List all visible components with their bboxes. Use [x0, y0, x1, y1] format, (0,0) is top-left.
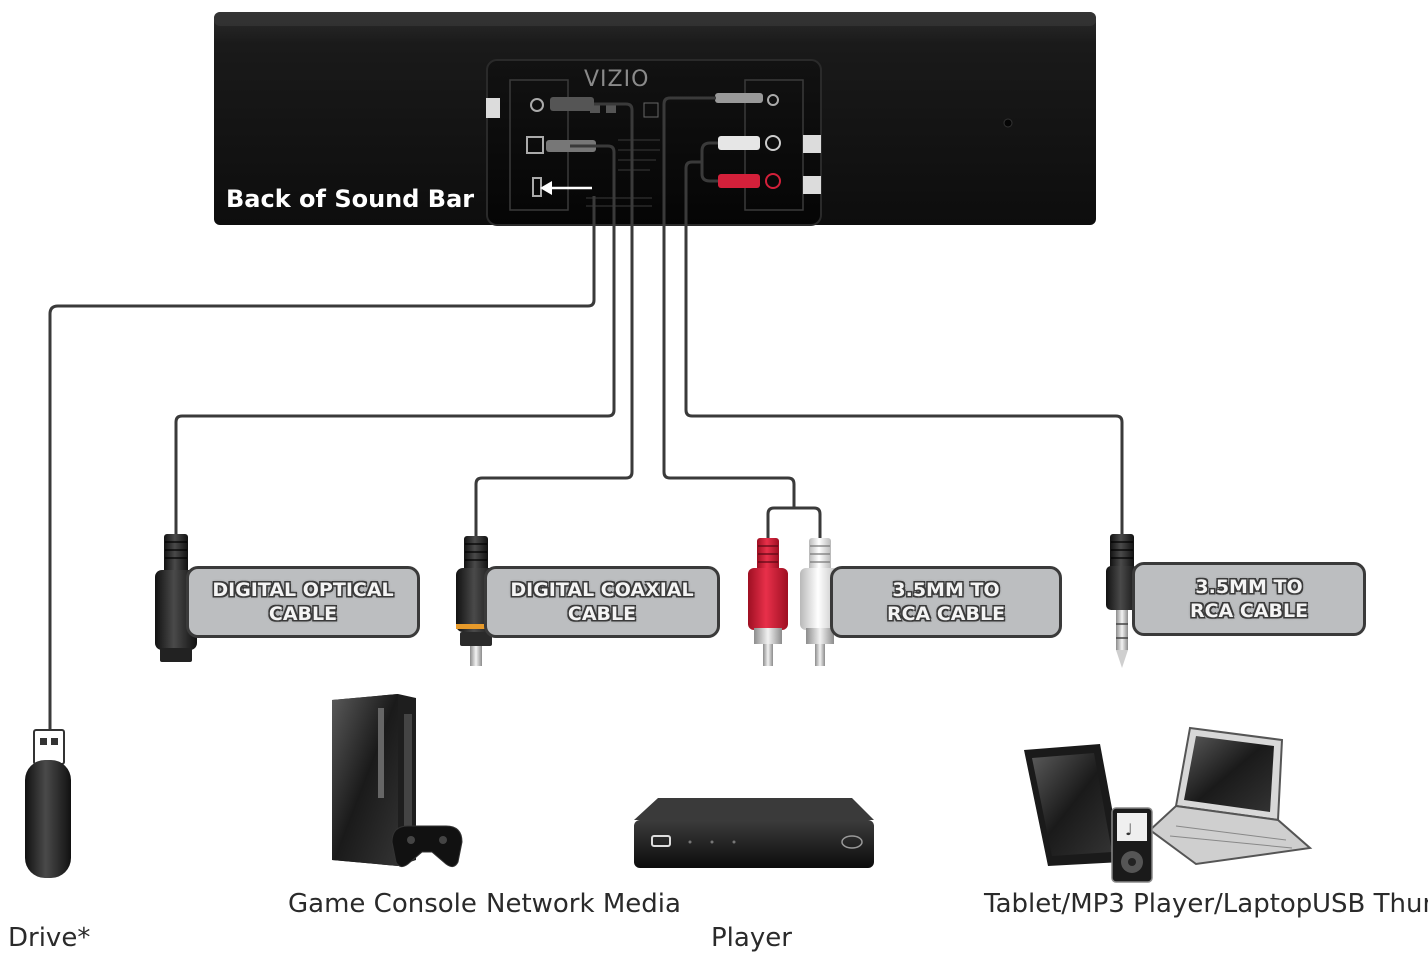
- soundbar-title: Back of Sound Bar: [226, 185, 474, 213]
- usb-drive-icon: [25, 729, 71, 878]
- cable-label-text: 3.5MM TO RCA CABLE: [886, 579, 1006, 625]
- brand-logo: VIZIO: [584, 67, 649, 92]
- tablet-mp3-laptop-icon: ♩: [1024, 726, 1313, 883]
- aux-3.5mm-connector: [1106, 534, 1138, 668]
- media-player-icon: [634, 798, 874, 868]
- cable-label-rca: 3.5MM TO RCA CABLE: [830, 566, 1062, 638]
- cable-wires: [48, 96, 1124, 730]
- usb-drive-caption-line1: USB Thumb: [1312, 889, 1428, 919]
- svg-text:♩: ♩: [1125, 820, 1133, 839]
- media-player-caption-line2: Player: [711, 923, 792, 953]
- tablet-caption: Tablet/MP3 Player/Laptop: [983, 889, 1312, 919]
- game-console-icon: [332, 694, 463, 868]
- cable-label-digital-optical: DIGITAL OPTICAL CABLE: [186, 566, 420, 638]
- cable-label-3.5mm: 3.5MM TO RCA CABLE: [1132, 562, 1366, 636]
- media-player-caption-line1: Network Media: [486, 889, 681, 919]
- game-console-caption: Game Console: [288, 889, 477, 919]
- rca-red-connector: [748, 538, 788, 666]
- cable-label-text: 3.5MM TO RCA CABLE: [1189, 576, 1309, 622]
- cable-label-digital-coaxial: DIGITAL COAXIAL CABLE: [484, 566, 720, 638]
- cable-label-text: DIGITAL COAXIAL CABLE: [510, 579, 694, 625]
- usb-drive-caption-line2: Drive*: [8, 923, 90, 953]
- cable-label-text: DIGITAL OPTICAL CABLE: [212, 579, 394, 625]
- soundbar: [214, 12, 1096, 226]
